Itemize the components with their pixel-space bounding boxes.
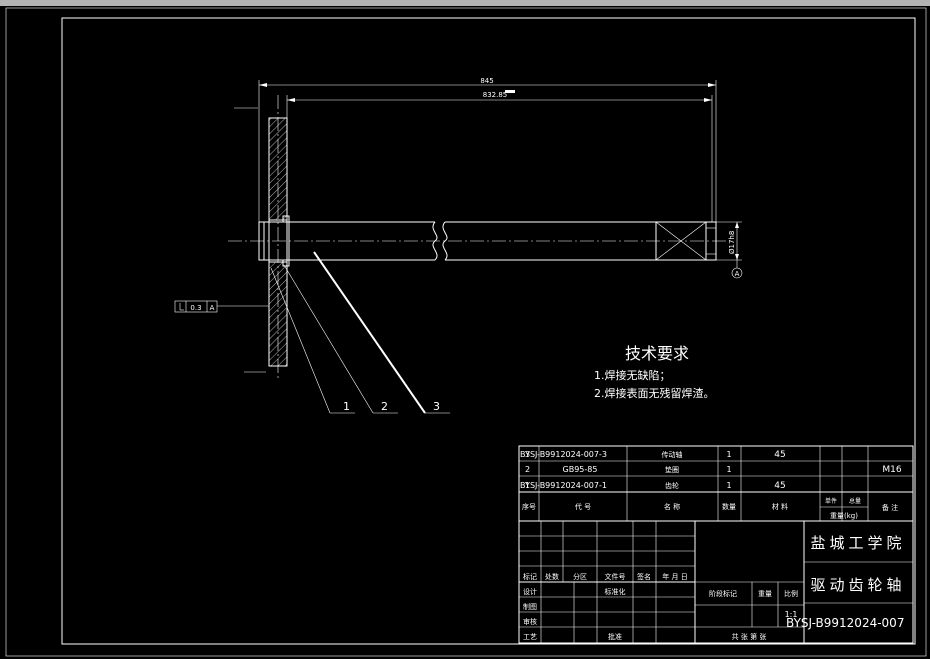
label-standardize: 标准化 xyxy=(605,587,626,596)
bom-row-2-code: GB95-85 xyxy=(563,465,598,474)
bom-row-1-code: BYSJ-B9912024-007-1 xyxy=(520,481,607,490)
tolerance-datum: A xyxy=(210,304,215,312)
bom-row-2-no: 2 xyxy=(525,465,530,474)
dimension-overall: 845 xyxy=(258,77,717,222)
sheet-outer-border xyxy=(5,7,927,657)
gear-upper-section xyxy=(268,117,288,221)
shaft-assembly-view xyxy=(228,95,728,380)
datum-symbol xyxy=(731,267,743,279)
bom-row-1-name: 齿轮 xyxy=(665,481,679,490)
label-stage-mark: 阶段标记 xyxy=(709,589,737,598)
bom-header-name: 名 称 xyxy=(664,502,680,511)
bom-row-3-no: 3 xyxy=(525,450,530,459)
datum-label: A xyxy=(735,270,740,278)
bom-header-qty: 数量 xyxy=(722,502,736,511)
dimension-diameter: Ø17h8 A xyxy=(716,221,743,279)
dimension-overall-text: 845 xyxy=(480,77,493,85)
label-mark: 标记 xyxy=(523,572,537,581)
bom-row-1-material: 45 xyxy=(774,481,785,491)
bom-header-unit: 单件 xyxy=(825,497,837,505)
label-file-no: 文件号 xyxy=(605,572,626,581)
title-drawing-no: BYSJ-B9912024-007 xyxy=(786,616,904,630)
part-leaders: 1 2 3 xyxy=(270,251,450,414)
bom-row-3-qty: 1 xyxy=(726,450,731,459)
bom-row-1-qty: 1 xyxy=(726,481,731,490)
tech-requirement-2: 2.焊接表面无残留焊渣。 xyxy=(594,386,715,400)
tech-requirements: 技术要求 1.焊接无缺陷； 2.焊接表面无残留焊渣。 xyxy=(594,344,715,400)
sheet-inner-border xyxy=(61,17,916,645)
balloon-3: 3 xyxy=(433,400,440,413)
title-scale: 1:1 xyxy=(785,610,798,619)
bom-header-weight: 重量(kg) xyxy=(830,512,858,520)
dimension-tube-text: 832.85 xyxy=(483,91,508,99)
bom-header-total: 总量 xyxy=(849,497,861,505)
bom-row-3-material: 45 xyxy=(774,450,785,460)
balloon-1: 1 xyxy=(343,400,350,413)
title-block: 盐城工学院 驱动齿轮轴 BYSJ-B9912024-007 标记 处数 分区 文… xyxy=(518,520,914,644)
bom-row-3-code: BYSJ-B9912024-007-3 xyxy=(520,450,607,459)
bom-header-material: 材 料 xyxy=(772,502,788,511)
label-process: 工艺 xyxy=(523,633,537,641)
bom-header-code: 代 号 xyxy=(575,502,591,511)
label-date: 年 月 日 xyxy=(662,572,687,581)
label-design: 设计 xyxy=(523,587,537,596)
bom-row-2-qty: 1 xyxy=(726,465,731,474)
bom-row-3-name: 传动轴 xyxy=(662,450,683,459)
dimension-diameter-text: Ø17h8 xyxy=(728,231,736,254)
label-weight: 重量 xyxy=(758,590,772,598)
tech-requirement-1: 1.焊接无缺陷； xyxy=(594,368,671,382)
label-approve: 批准 xyxy=(608,632,622,641)
bom-table: 3 BYSJ-B9912024-007-3 传动轴 1 45 2 GB95-85… xyxy=(518,445,914,522)
bom-header-note: 备 注 xyxy=(882,503,898,512)
title-part-name: 驱动齿轮轴 xyxy=(810,576,905,594)
bom-row-2-note: M16 xyxy=(882,465,901,475)
tech-requirements-title: 技术要求 xyxy=(625,344,689,363)
bom-row-2-name: 垫圈 xyxy=(665,465,679,474)
label-sheets: 共 张 第 张 xyxy=(732,632,767,641)
label-scale: 比例 xyxy=(784,589,798,598)
tolerance-value: 0.3 xyxy=(190,304,201,312)
gear-lower-section xyxy=(268,261,288,367)
tolerance-frame: 0.3 A xyxy=(174,300,269,313)
bom-row-1-no: 1 xyxy=(525,481,530,490)
dimension-tube: 832.85 xyxy=(286,90,713,222)
balloon-2: 2 xyxy=(381,400,388,413)
label-review: 审核 xyxy=(523,617,537,626)
title-school: 盐城工学院 xyxy=(810,534,905,552)
label-sign: 签名 xyxy=(637,572,651,581)
window-top-bar xyxy=(0,0,930,6)
bom-header-no: 序号 xyxy=(522,502,536,511)
label-count: 处数 xyxy=(545,572,559,581)
label-zone: 分区 xyxy=(573,572,587,581)
label-drafting: 制图 xyxy=(523,602,537,611)
